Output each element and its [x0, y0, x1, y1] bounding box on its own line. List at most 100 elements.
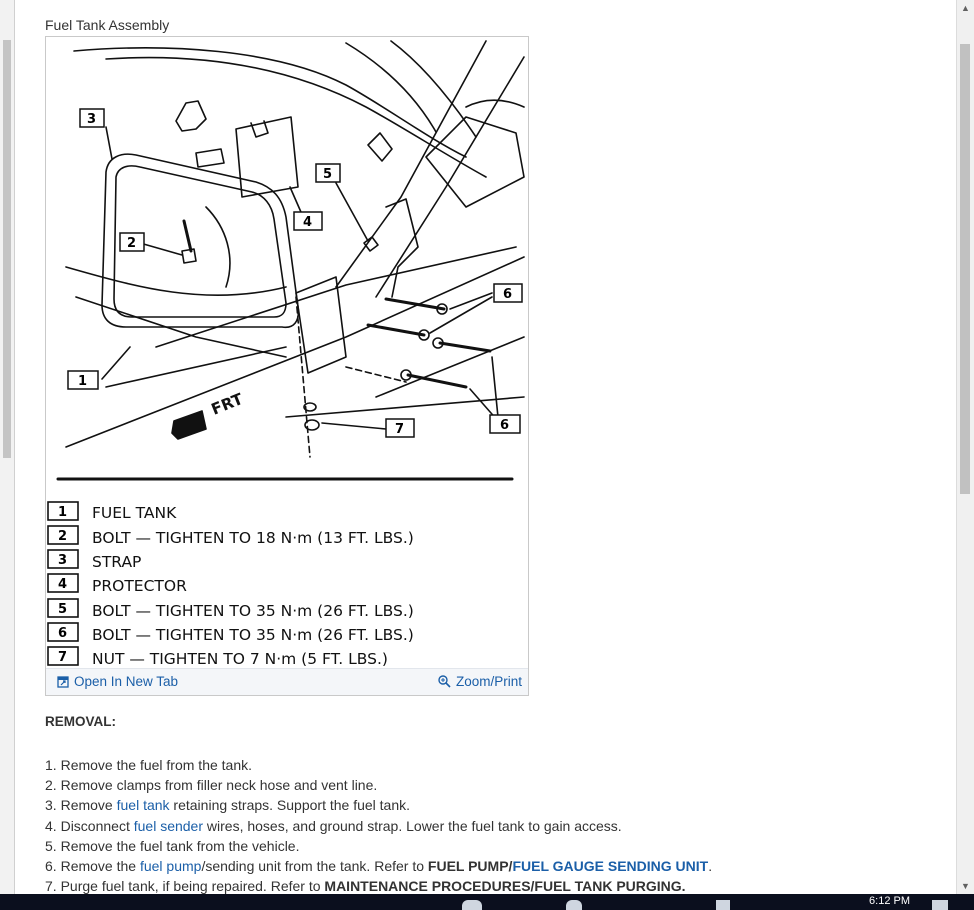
vertical-scrollbar[interactable]: ▲ ▼ [956, 0, 974, 894]
leader-5 [335, 182, 369, 242]
frt-label: FRT [209, 390, 246, 419]
svg-text:1: 1 [78, 374, 87, 389]
svg-text:STRAP: STRAP [92, 553, 141, 571]
bolt-6b [366, 323, 426, 337]
body-line [390, 40, 477, 138]
floor-line [155, 246, 517, 348]
step-number: 5. [45, 837, 57, 854]
removal-steps: 1. Remove the fuel from the tank. 2. Rem… [45, 755, 712, 896]
list-item: 3. Remove fuel tank retaining straps. Su… [45, 795, 712, 815]
fuel-pump-link[interactable]: fuel pump [139, 858, 202, 875]
step-text: Purge fuel tank, if being repaired. Refe… [60, 878, 325, 895]
floor-line [105, 346, 287, 388]
nut-7-washer [303, 402, 317, 412]
body-line [105, 56, 487, 178]
rear-bracket [295, 276, 347, 374]
step-text: . [708, 858, 713, 875]
left-scroll-gutter [0, 0, 15, 894]
list-item: 2. Remove clamps from filler neck hose a… [45, 775, 712, 795]
floor-line [65, 266, 287, 297]
open-in-new-tab-label: Open In New Tab [74, 674, 179, 689]
fuel-tank-diagram: FRT 3 2 4 5 1 [47, 40, 525, 668]
leader-6a [449, 292, 493, 310]
list-item: 4. Disconnect fuel sender wires, hoses, … [45, 816, 712, 836]
scroll-up-icon[interactable]: ▲ [961, 3, 970, 13]
nut-7 [304, 419, 320, 431]
svg-text:4: 4 [58, 577, 67, 592]
list-item: 7. Purge fuel tank, if being repaired. R… [45, 876, 712, 896]
legend-row: 6 BOLT — TIGHTEN TO 35 N·m (26 FT. LBS.) [47, 622, 414, 644]
fuel-tank-link[interactable]: fuel tank [116, 797, 170, 814]
leader-2 [139, 242, 183, 256]
bolt-2-head [181, 248, 197, 264]
floor-line [375, 336, 525, 398]
bolt-6a-head [436, 303, 448, 315]
step-number: 2. [45, 777, 57, 794]
step-text: wires, hoses, and ground strap. Lower th… [203, 817, 622, 834]
step-text: /sending unit from the tank. Refer to [201, 858, 428, 875]
step-bold-ref: FUEL PUMP/ [427, 858, 513, 875]
callout-5: 5 [315, 163, 341, 183]
leader-7 [321, 422, 387, 430]
callout-3: 3 [79, 108, 105, 128]
legend-row: 5 BOLT — TIGHTEN TO 35 N·m (26 FT. LBS.) [47, 598, 414, 620]
figure-frame: FRT 3 2 4 5 1 [45, 36, 529, 696]
body-line [335, 40, 487, 288]
frt-arrow [171, 410, 207, 440]
step-text: Disconnect [60, 817, 134, 834]
step-number: 4. [45, 817, 57, 834]
taskbar-app-icon[interactable] [566, 900, 582, 910]
svg-text:7: 7 [395, 422, 404, 437]
open-in-new-tab-link[interactable]: Open In New Tab [57, 674, 178, 689]
taskbar-app-icon[interactable] [462, 900, 482, 910]
figure-toolbar: Open In New Tab Zoom/Print [46, 668, 528, 695]
open-new-tab-icon [57, 675, 69, 688]
bolt-6c [438, 341, 492, 353]
step-text: Remove the [60, 858, 140, 875]
strap-inner [113, 165, 287, 318]
svg-text:7: 7 [58, 650, 67, 665]
svg-text:2: 2 [127, 236, 136, 251]
list-item: 5. Remove the fuel tank from the vehicle… [45, 836, 712, 856]
fuel-sender-link[interactable]: fuel sender [133, 817, 204, 834]
bolt-6b-head [418, 329, 430, 341]
legend-row: 7 NUT — TIGHTEN TO 7 N·m (5 FT. LBS.) [47, 646, 388, 668]
callout-2: 2 [119, 232, 145, 252]
taskbar-clock[interactable]: 6:12 PM [869, 895, 910, 907]
bolt-5 [363, 236, 379, 252]
bolt-6c-head [432, 337, 444, 349]
svg-text:3: 3 [58, 553, 67, 568]
svg-text:1: 1 [58, 505, 67, 520]
svg-text:BOLT — TIGHTEN TO 35 N·m (26 F: BOLT — TIGHTEN TO 35 N·m (26 FT. LBS.) [92, 626, 414, 644]
svg-text:5: 5 [323, 167, 332, 182]
leader-1 [101, 346, 131, 380]
zoom-print-link[interactable]: Zoom/Print [438, 674, 522, 689]
scroll-down-icon[interactable]: ▼ [961, 881, 970, 891]
step-number: 7. [45, 878, 57, 895]
taskbar-app-icon[interactable] [716, 900, 730, 910]
svg-text:4: 4 [303, 215, 312, 230]
callout-4: 4 [293, 211, 323, 231]
scrollbar-thumb[interactable] [960, 44, 970, 494]
step-number: 1. [45, 757, 57, 773]
bracket [425, 116, 525, 208]
svg-text:6: 6 [500, 418, 509, 433]
notification-icon[interactable] [932, 900, 948, 910]
step-number: 3. [45, 797, 57, 814]
protector [235, 116, 299, 198]
step-text: Remove clamps from filler neck hose and … [60, 777, 378, 794]
svg-text:BOLT — TIGHTEN TO 35 N·m (26 F: BOLT — TIGHTEN TO 35 N·m (26 FT. LBS.) [92, 602, 414, 620]
fuel-gauge-sending-unit-link[interactable]: FUEL GAUGE SENDING UNIT [512, 858, 709, 875]
legend-row: 4 PROTECTOR [47, 573, 187, 595]
leader-6b [429, 296, 493, 334]
list-item: 1. Remove the fuel from the tank. [45, 755, 712, 775]
svg-text:BOLT — TIGHTEN TO 18 N·m (13 F: BOLT — TIGHTEN TO 18 N·m (13 FT. LBS.) [92, 529, 414, 547]
tank-edge [205, 206, 231, 288]
side-bracket [385, 198, 419, 298]
legend-row: 2 BOLT — TIGHTEN TO 18 N·m (13 FT. LBS.) [47, 525, 414, 547]
floor-line [285, 396, 525, 418]
bolt-6a [384, 297, 446, 311]
svg-text:NUT — TIGHTEN TO 7 N·m (5 FT.: NUT — TIGHTEN TO 7 N·m (5 FT. LBS.) [92, 650, 388, 668]
bolt-6d-head [400, 369, 412, 381]
body-line [345, 42, 437, 133]
